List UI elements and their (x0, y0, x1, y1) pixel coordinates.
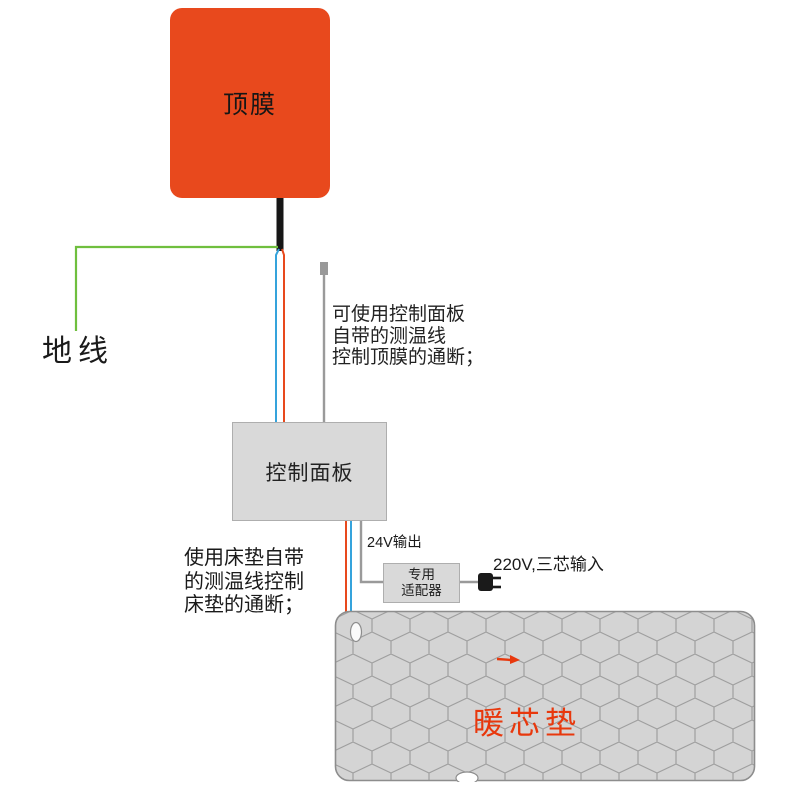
dc-24v-wire (359, 518, 384, 584)
mattress-label: 暖芯垫 (473, 706, 581, 741)
sensor-probe-connector (320, 262, 328, 275)
adapter-label-line: 专用 (408, 567, 435, 582)
control-panel-box: 控制面板 (232, 422, 387, 521)
top-film-sensor-note: 可使用控制面板 自带的测温线 控制顶膜的通断； (332, 304, 484, 369)
adapter-box: 专用 适配器 (383, 563, 460, 603)
note-line: 床垫的通断； (184, 594, 304, 616)
red-arrow-icon (496, 655, 520, 664)
mattress-sensor-note: 使用床垫自带 的测温线控制 床垫的通断； (184, 547, 304, 618)
mattress-outline (334, 610, 756, 782)
note-line: 可使用控制面板 (332, 304, 466, 325)
top-film-label: 顶膜 (222, 91, 277, 119)
note-line: 的测温线控制 (184, 570, 304, 593)
top-film-live-wire (281, 248, 285, 423)
mattress-bottom-notch (455, 771, 479, 782)
top-film-neutral-wire (275, 248, 280, 423)
power-plug-icon (478, 573, 501, 591)
note-line: 控制顶膜的通断； (332, 347, 485, 368)
note-line: 自带的测温线 (332, 325, 447, 347)
top-film-box: 顶膜 (170, 8, 330, 198)
adapter-label-line: 适配器 (401, 583, 442, 598)
dc-output-label: 24V输出 (367, 535, 422, 551)
mattress-surface (335, 611, 755, 781)
ac-input-label: 220V,三芯输入 (493, 555, 604, 574)
mattress-cable-hole (349, 621, 363, 643)
control-panel-label: 控制面板 (265, 461, 354, 485)
ground-wire (74, 245, 278, 331)
ground-wire-label: 地线 (42, 335, 114, 368)
note-line: 使用床垫自带 (184, 547, 304, 569)
mattress-graphic (334, 610, 756, 782)
